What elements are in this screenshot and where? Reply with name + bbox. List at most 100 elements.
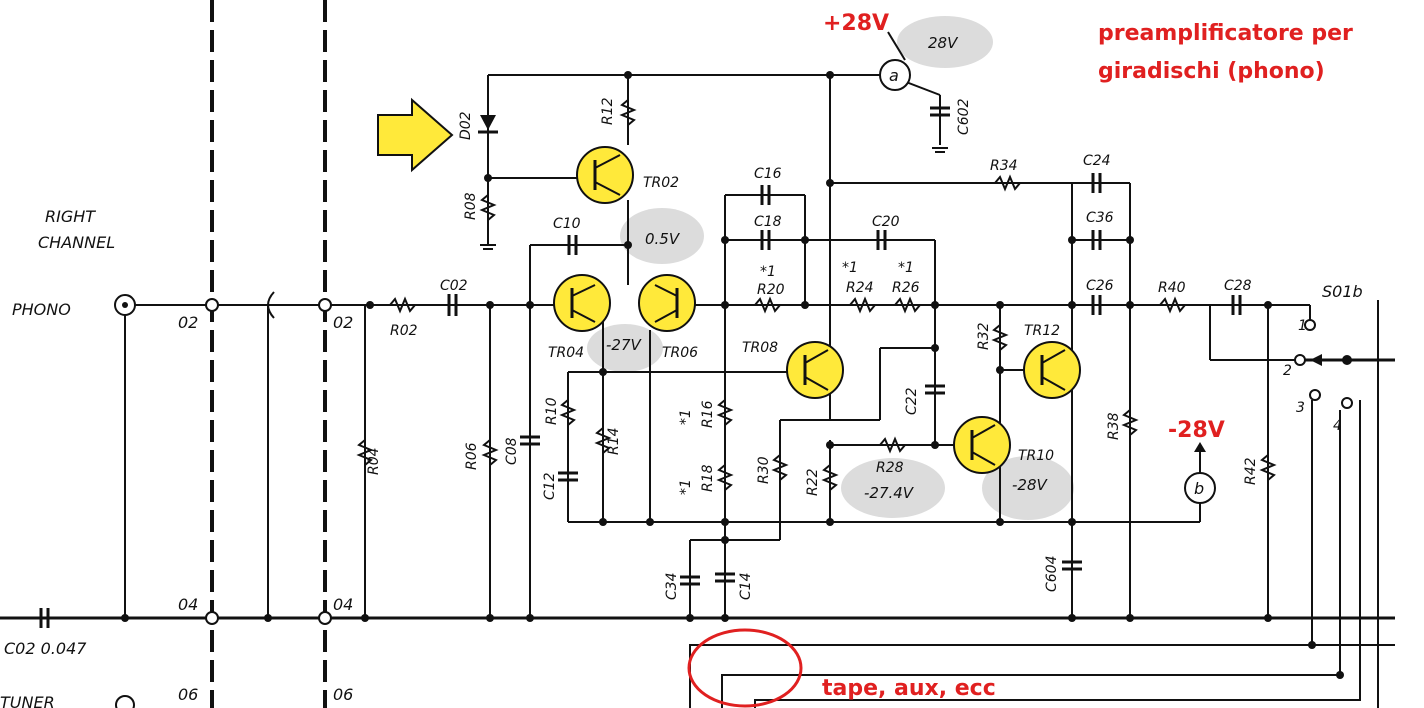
transistor-tr08 — [786, 341, 844, 399]
r06-label: R06 — [464, 442, 480, 470]
node-a-label: a — [889, 66, 899, 85]
tr04-label: TR04 — [548, 345, 584, 361]
star-r24: *1 — [842, 260, 858, 276]
c22-label: C22 — [904, 387, 920, 415]
tr08-label: TR08 — [742, 340, 778, 356]
c08-label: C08 — [504, 437, 520, 465]
tuner-label: TUNER — [0, 693, 55, 708]
switch-contact-4 — [1341, 397, 1353, 409]
highlight-arrow-icon — [377, 97, 454, 173]
r26-label: R26 — [892, 280, 920, 296]
node-02-left: 02 — [178, 313, 198, 332]
c26-label: C26 — [1086, 278, 1114, 294]
switch-pos3: 3 — [1296, 400, 1305, 416]
channel-label-1: RIGHT — [45, 207, 96, 226]
star-r18: *1 — [678, 479, 694, 495]
r28-label: R28 — [876, 460, 904, 476]
c604-label: C604 — [1044, 556, 1060, 593]
voltage-a: 28V — [928, 34, 959, 52]
c602-label: C602 — [956, 98, 972, 135]
node-b-label: b — [1194, 479, 1204, 498]
tape-note: tape, aux, ecc — [822, 676, 996, 701]
c34-label: C34 — [664, 572, 680, 600]
d02-label: D02 — [458, 111, 474, 140]
phono-label: PHONO — [12, 300, 71, 319]
r14-label: R14 — [606, 427, 622, 455]
c12-label: C12 — [542, 472, 558, 500]
node-04-left: 04 — [178, 595, 198, 614]
transistor-tr10 — [953, 416, 1011, 474]
transistor-tr06 — [638, 274, 696, 332]
switch-pos2: 2 — [1283, 363, 1292, 379]
r08-label: R08 — [463, 192, 479, 220]
node-circles — [205, 298, 332, 625]
tr10-label: TR10 — [1018, 448, 1054, 464]
voltage-halo-r22 — [841, 458, 945, 518]
r20-label: R20 — [757, 282, 785, 298]
title-line2: giradischi (phono) — [1098, 59, 1325, 84]
r16-label: R16 — [700, 400, 716, 428]
switch-contact-1 — [1304, 319, 1316, 331]
channel-label-2: CHANNEL — [38, 233, 115, 252]
node-02-right: 02 — [333, 313, 353, 332]
r42-label: R42 — [1243, 457, 1259, 485]
test-point-b — [1184, 472, 1216, 504]
title-line1: preamplificatore per — [1098, 21, 1353, 46]
switch-pivot — [1342, 355, 1352, 365]
switch-contact-3 — [1309, 389, 1321, 401]
test-point-a — [879, 59, 911, 91]
star-r16: *1 — [678, 409, 694, 425]
voltage-tr02: 0.5V — [645, 230, 681, 248]
transistor-tr12 — [1023, 341, 1081, 399]
r04-label: R04 — [366, 447, 382, 475]
r18-label: R18 — [700, 464, 716, 492]
tr06-label: TR06 — [662, 345, 698, 361]
r22-label: R22 — [805, 468, 821, 496]
r10-label: R10 — [544, 397, 560, 425]
transistor-tr04 — [553, 274, 611, 332]
highlight-circle — [687, 628, 803, 708]
r40-label: R40 — [1158, 280, 1186, 296]
capacitor-symbols — [39, 106, 1242, 628]
voltage-tr04: -27V — [606, 336, 642, 354]
r38-label: R38 — [1106, 412, 1122, 440]
voltage-r22: -27.4V — [864, 484, 915, 502]
diode-d02-icon — [480, 115, 496, 130]
wire-tape-3 — [754, 400, 1361, 708]
wire-tape-1 — [689, 644, 1395, 708]
c14-label: C14 — [738, 572, 754, 600]
node-06-left: 06 — [178, 685, 198, 704]
c10-label: C10 — [553, 216, 581, 232]
tuner-jack-icon — [115, 695, 135, 708]
c02-value-label: C02 0.047 — [4, 639, 87, 658]
r12-label: R12 — [600, 97, 616, 125]
c36-label: C36 — [1086, 210, 1114, 226]
voltage-tr10: -28V — [1012, 476, 1048, 494]
minus-28v-label: -28V — [1168, 418, 1225, 443]
node-06-right: 06 — [333, 685, 353, 704]
c20-label: C20 — [872, 214, 900, 230]
r02-label: R02 — [390, 323, 418, 339]
voltage-halo-tr04 — [587, 324, 663, 372]
switch-pos4: 4 — [1333, 418, 1342, 434]
resistor-symbols — [356, 99, 1277, 491]
plus-28v-label: +28V — [823, 11, 889, 36]
voltage-halo-a — [897, 16, 993, 68]
star-r26: *1 — [898, 260, 914, 276]
r32-label: R32 — [976, 322, 992, 350]
r30-label: R30 — [756, 456, 772, 484]
ground-icons — [480, 147, 948, 250]
c02-label: C02 — [440, 278, 468, 294]
junctions — [121, 71, 1344, 679]
voltage-halo-tr02 — [620, 208, 704, 264]
transistor-tr02 — [576, 146, 634, 204]
switch-label: S01b — [1322, 282, 1363, 301]
arrow-28v — [887, 31, 906, 61]
tr02-label: TR02 — [643, 175, 679, 191]
shield-c-mark — [267, 291, 275, 319]
r24-label: R24 — [846, 280, 874, 296]
c28-label: C28 — [1224, 278, 1252, 294]
voltage-halo-tr10 — [982, 456, 1074, 520]
c24-label: C24 — [1083, 153, 1111, 169]
